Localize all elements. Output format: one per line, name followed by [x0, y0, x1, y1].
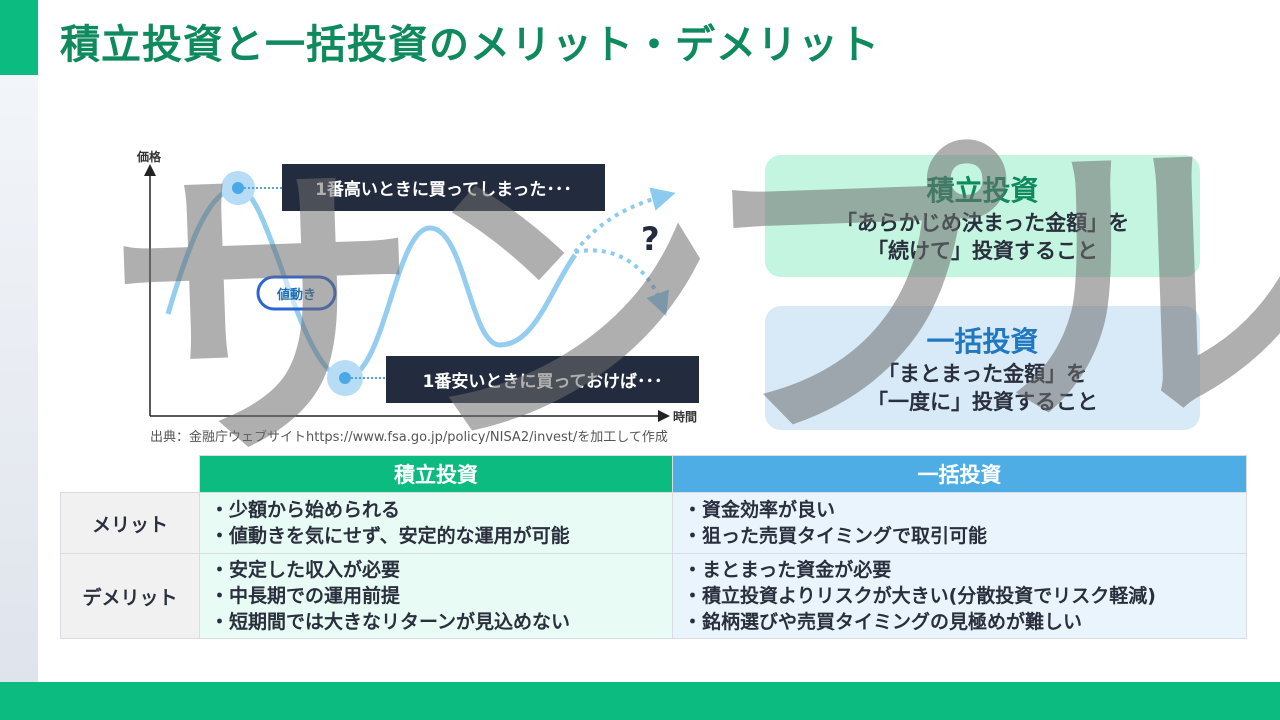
tsumitate-box: 積立投資 「あらかじめ決まった金額」を 「続けて」投資すること: [765, 155, 1200, 277]
ikkatsu-box: 一括投資 「まとまった金額」を 「一度に」投資すること: [765, 306, 1200, 430]
footer-bar: [0, 682, 1280, 720]
fluctuation-label: 値動き: [276, 288, 316, 303]
cell-line: ・中長期での運用前提: [210, 585, 401, 607]
cell-line: ・狙った売買タイミングで取引可能: [683, 525, 988, 547]
down-arrow: [574, 248, 669, 317]
cell-line: ・値動きを気にせず、安定的な運用が可能: [210, 525, 570, 547]
ikkatsu-line1: 「まとまった金額」を: [877, 362, 1088, 386]
cell-line: ・まとまった資金が必要: [683, 559, 892, 581]
tsumitate-heading: 積立投資: [926, 174, 1039, 207]
up-arrow: [573, 187, 676, 254]
price-curve: [165, 185, 578, 381]
cell-line: ・資金効率が良い: [683, 499, 836, 521]
x-axis-label: 時間: [673, 410, 698, 424]
tsumitate-line2: 「続けて」投資すること: [867, 239, 1098, 263]
table-row: メリット ・少額から始められる・値動きを気にせず、安定的な運用が可能 ・資金効率…: [60, 492, 1247, 554]
cell-line: ・積立投資よりリスクが大きい(分散投資でリスク軽減): [683, 585, 1156, 607]
question-mark: ?: [641, 220, 660, 258]
low-point: [339, 372, 351, 384]
cell-line: ・安定した収入が必要: [210, 559, 401, 581]
header-tsumitate: 積立投資: [199, 455, 673, 493]
page-title: 積立投資と一括投資のメリット・デメリット: [60, 22, 880, 68]
ikkatsu-heading: 一括投資: [926, 325, 1039, 358]
cell-line: ・銘柄選びや売買タイミングの見極めが難しい: [683, 611, 1083, 633]
header-ikkatsu: 一括投資: [672, 455, 1247, 493]
high-point: [232, 182, 244, 194]
tsumitate-line1: 「あらかじめ決まった金額」を: [835, 211, 1130, 235]
y-axis-label: 価格: [137, 150, 162, 164]
side-strip: [0, 75, 38, 682]
table-row: デメリット ・安定した収入が必要・中長期での運用前提・短期間では大きなリターンが…: [60, 553, 1247, 639]
high-callout: 1番高いときに買ってしまった･･･: [282, 164, 605, 211]
title-accent-bar: [0, 0, 38, 75]
cell-line: ・少額から始められる: [210, 499, 401, 521]
source-note: 出典：金融庁ウェブサイトhttps://www.fsa.go.jp/policy…: [150, 430, 668, 445]
low-callout: 1番安いときに買っておけば･･･: [386, 356, 699, 403]
fluctuation-pill: [256, 275, 337, 311]
row-label: メリット: [60, 492, 200, 554]
row-label: デメリット: [60, 553, 200, 639]
cell-line: ・短期間では大きなリターンが見込めない: [210, 611, 571, 633]
ikkatsu-line2: 「一度に」投資すること: [867, 390, 1098, 414]
comparison-table: 積立投資 一括投資 メリット ・少額から始められる・値動きを気にせず、安定的な運…: [60, 455, 1247, 639]
